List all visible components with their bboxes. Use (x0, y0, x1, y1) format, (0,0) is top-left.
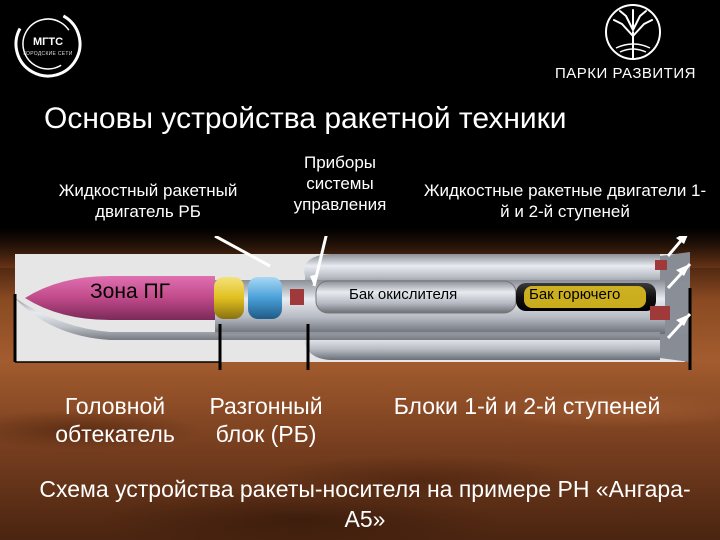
label-rb-engine: Жидкостный ракетный двигатель РБ (58, 181, 238, 221)
slide-title: Основы устройства ракетной техники (44, 102, 567, 135)
label-fairing: Головной обтекатель (55, 393, 175, 447)
label-stage-engines: Жидкостные ракетные двигатели 1-й и 2-й … (423, 181, 707, 221)
rocket-diagram (13, 236, 692, 370)
mgts-logo-icon (14, 10, 82, 78)
logo-right-text: ПАРКИ РАЗВИТИЯ (555, 65, 696, 82)
label-stage-blocks: Блоки 1-й и 2-й ступеней (393, 393, 661, 419)
label-control-instruments: Приборы системы управления (293, 153, 387, 214)
oxidizer-tank-label: Бак окислителя (349, 286, 458, 303)
fuel-tank-label: Бак горючего (529, 286, 621, 303)
logo-left-text: МГТС (32, 36, 64, 48)
label-upper-stage: Разгонный блок (РБ) (209, 393, 323, 447)
zone-pg-label: Зона ПГ (90, 280, 170, 303)
logo-left-subtitle: ГОРОДСКИЕ СЕТИ (23, 51, 73, 57)
mars-surface (0, 370, 720, 540)
tree-logo-icon (605, 4, 661, 60)
slide-caption: Схема устройства ракеты-носителя на прим… (39, 476, 691, 532)
